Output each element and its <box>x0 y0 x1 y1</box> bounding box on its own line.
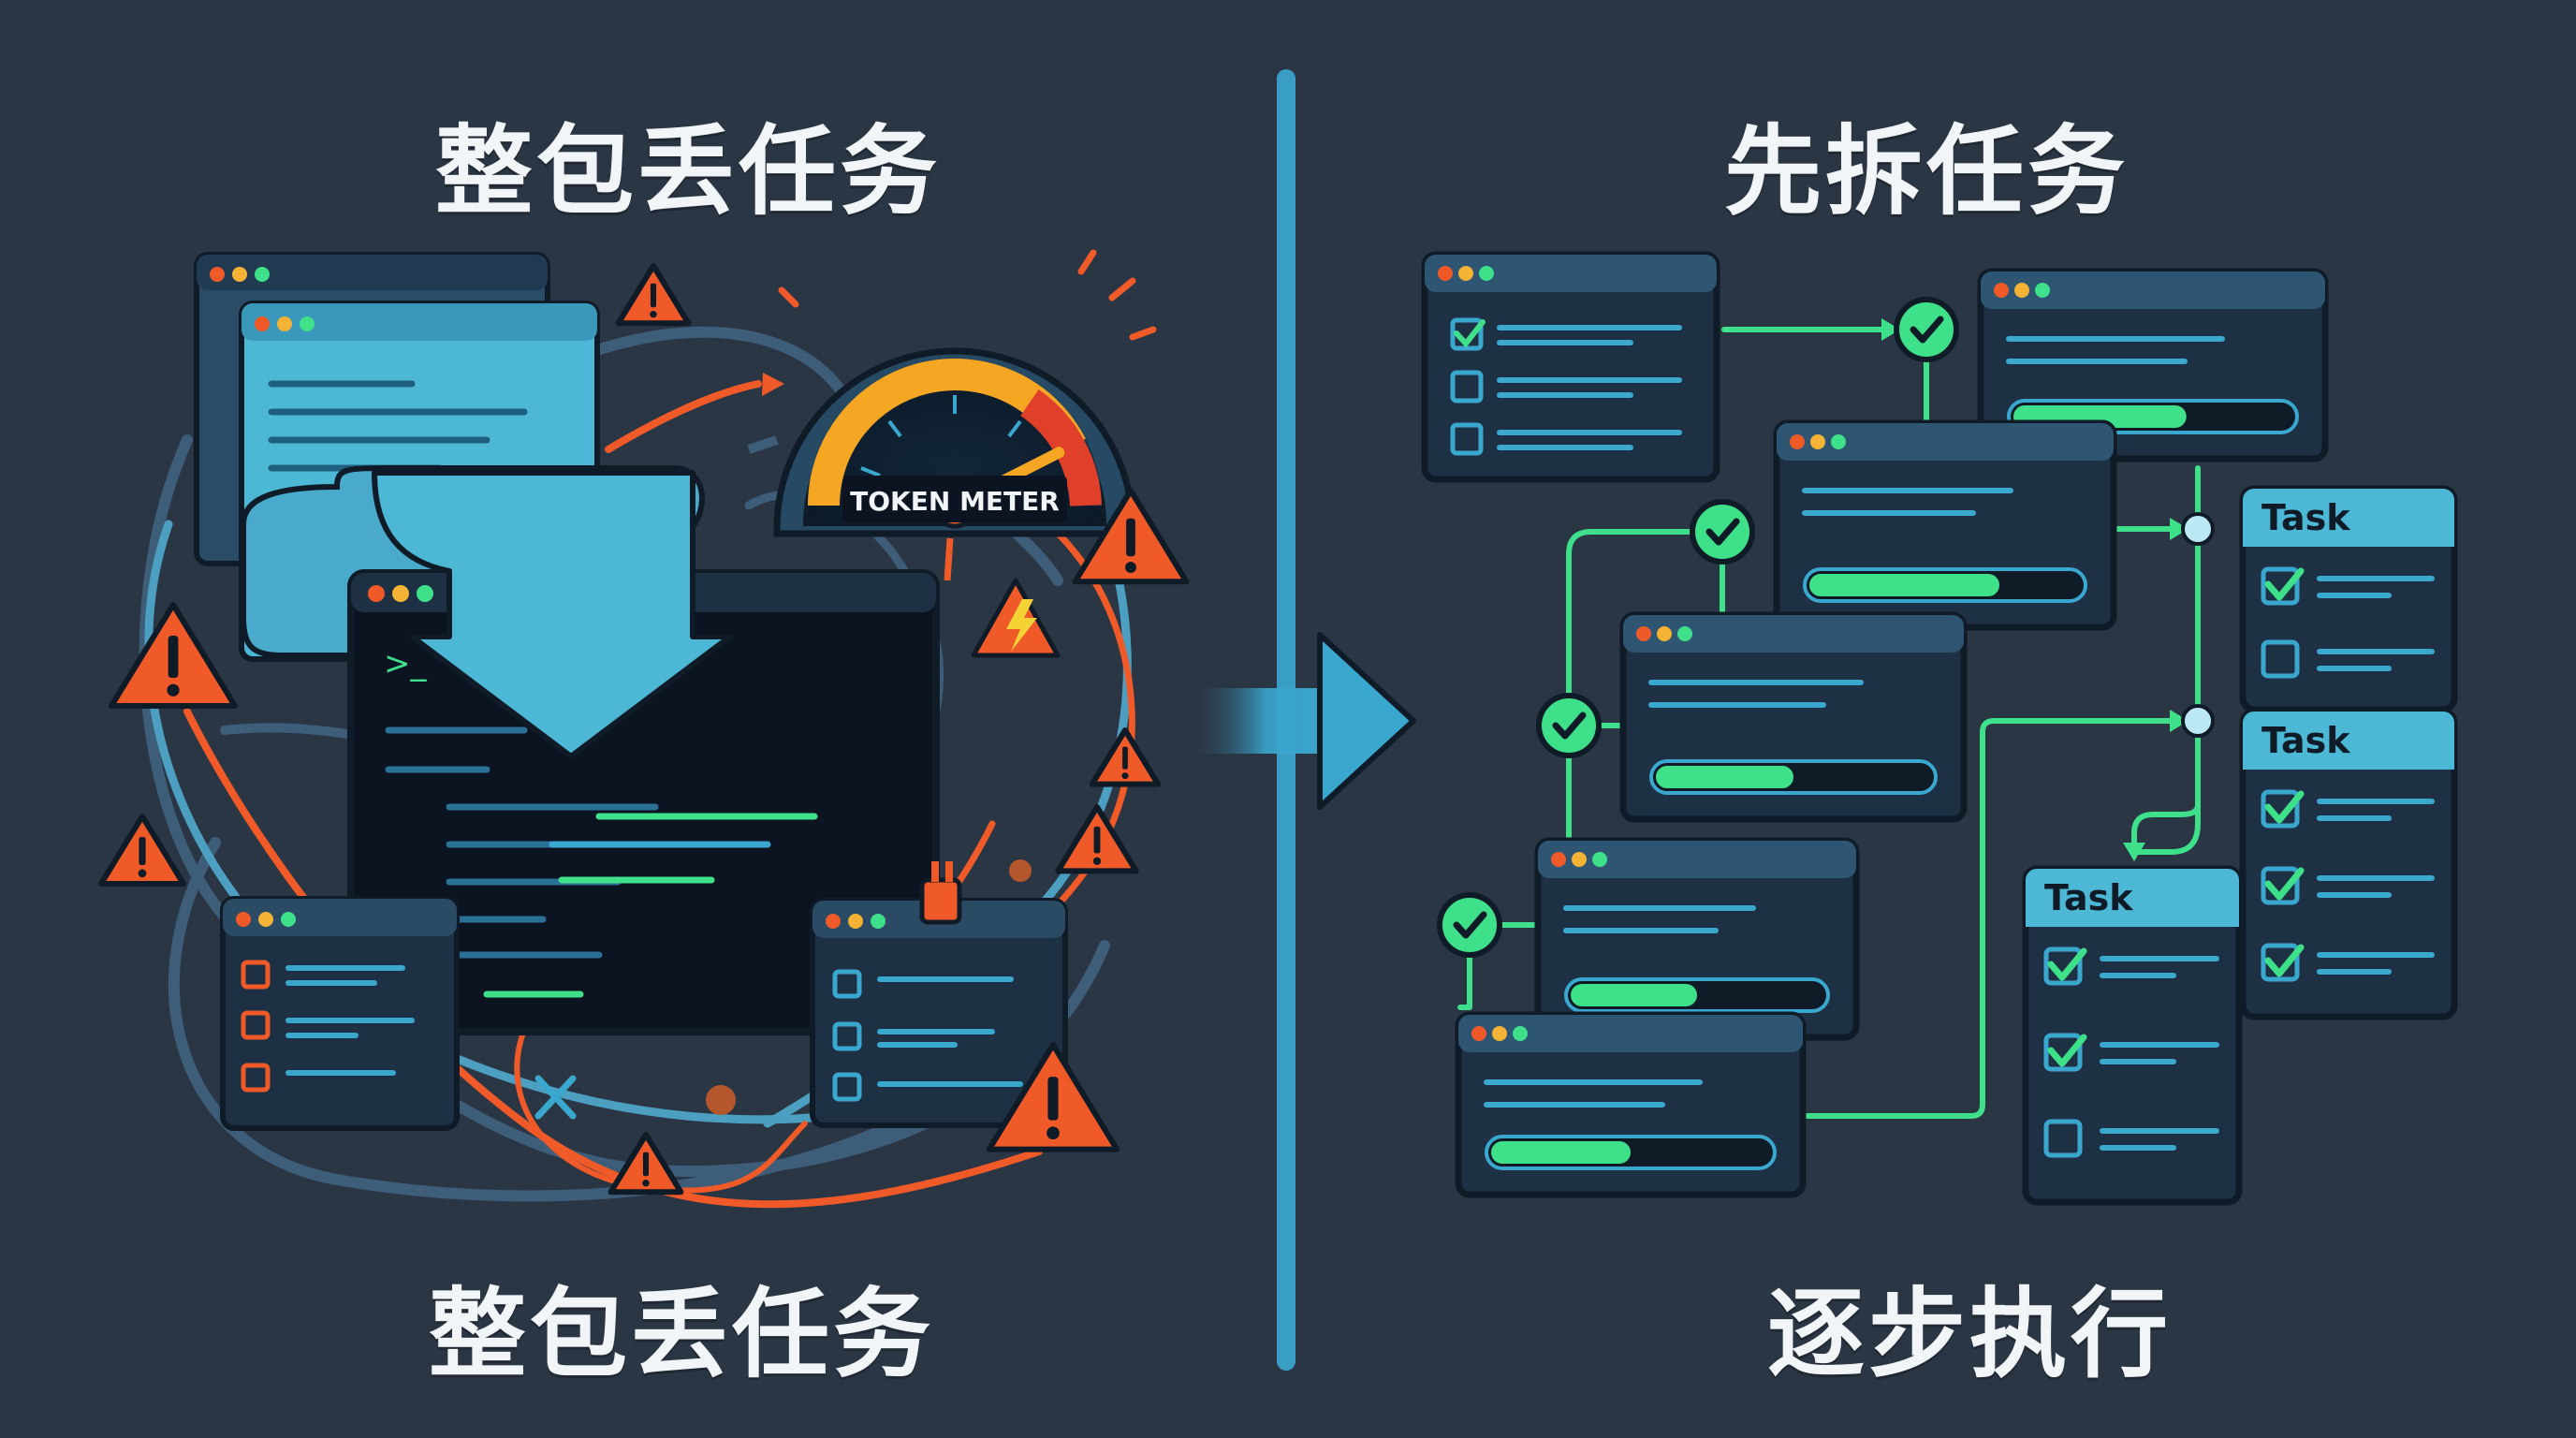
right-top-heading: 先拆任务 <box>1724 114 2130 228</box>
gauge-label: TOKEN METER <box>850 486 1060 517</box>
progress-fill <box>1656 766 1793 788</box>
progress-fill <box>1491 1141 1631 1164</box>
task-card-title: Task <box>2261 497 2350 538</box>
right-arrow-icon <box>1189 632 1416 810</box>
check-circle-icon <box>1894 297 1959 362</box>
empty-box-icon <box>2261 639 2300 679</box>
right-bottom-heading: 逐步执行 <box>1767 1277 2173 1391</box>
x-mark-icon <box>534 1075 577 1120</box>
warning-triangle-icon <box>109 602 238 709</box>
step-window <box>1619 611 1968 823</box>
checked-box-icon <box>2261 789 2300 829</box>
progress-fill <box>1571 984 1697 1006</box>
lightning-icon <box>971 578 1061 658</box>
step-window <box>1421 251 1720 483</box>
checked-box-icon <box>2261 943 2300 982</box>
warning-triangle-icon <box>615 263 692 327</box>
step-window <box>1977 268 2329 462</box>
warning-triangle-icon <box>98 814 186 887</box>
checked-box-icon <box>2043 946 2083 986</box>
left-top-heading: 整包丢任务 <box>435 114 942 228</box>
task-card-title: Task <box>2044 877 2133 918</box>
warning-triangle-icon <box>986 1042 1120 1152</box>
check-circle-icon <box>1690 499 1755 565</box>
empty-box-icon <box>2043 1119 2083 1158</box>
task-card: Task <box>2239 708 2458 1020</box>
warning-triangle-icon <box>607 1132 684 1196</box>
warning-triangle-icon <box>1089 727 1162 787</box>
warning-triangle-icon <box>1072 488 1190 585</box>
step-window <box>1534 837 1860 1041</box>
check-circle-icon <box>1437 892 1502 958</box>
left-bottom-heading: 整包丢任务 <box>429 1277 935 1391</box>
junction-dots <box>2181 512 2215 738</box>
connector-arrowheads <box>1881 318 2188 861</box>
warning-triangle-icon <box>1055 804 1139 874</box>
task-card: Task <box>2239 485 2458 713</box>
checklist-window-left <box>220 896 460 1131</box>
token-meter-gauge: TOKEN METER <box>747 249 1157 581</box>
checked-box-icon <box>2261 566 2300 606</box>
progress-fill <box>1809 574 1999 596</box>
arrow-to-gauge <box>605 380 762 453</box>
step-window <box>1773 419 2117 631</box>
debris <box>1009 859 1032 882</box>
terminal-prompt: >_ <box>384 645 427 682</box>
down-arrow-icon <box>372 469 733 759</box>
arrow-head <box>762 373 784 396</box>
check-circle-icon <box>1536 693 1602 758</box>
broken-plug <box>919 861 962 925</box>
checked-box-icon <box>2261 866 2300 905</box>
task-card: Task <box>2022 865 2243 1206</box>
debris <box>706 1085 736 1115</box>
step-window <box>1455 1011 1807 1198</box>
warning-triangles <box>98 263 1190 1196</box>
task-card-title: Task <box>2261 720 2350 761</box>
checked-box-icon <box>2043 1033 2083 1072</box>
